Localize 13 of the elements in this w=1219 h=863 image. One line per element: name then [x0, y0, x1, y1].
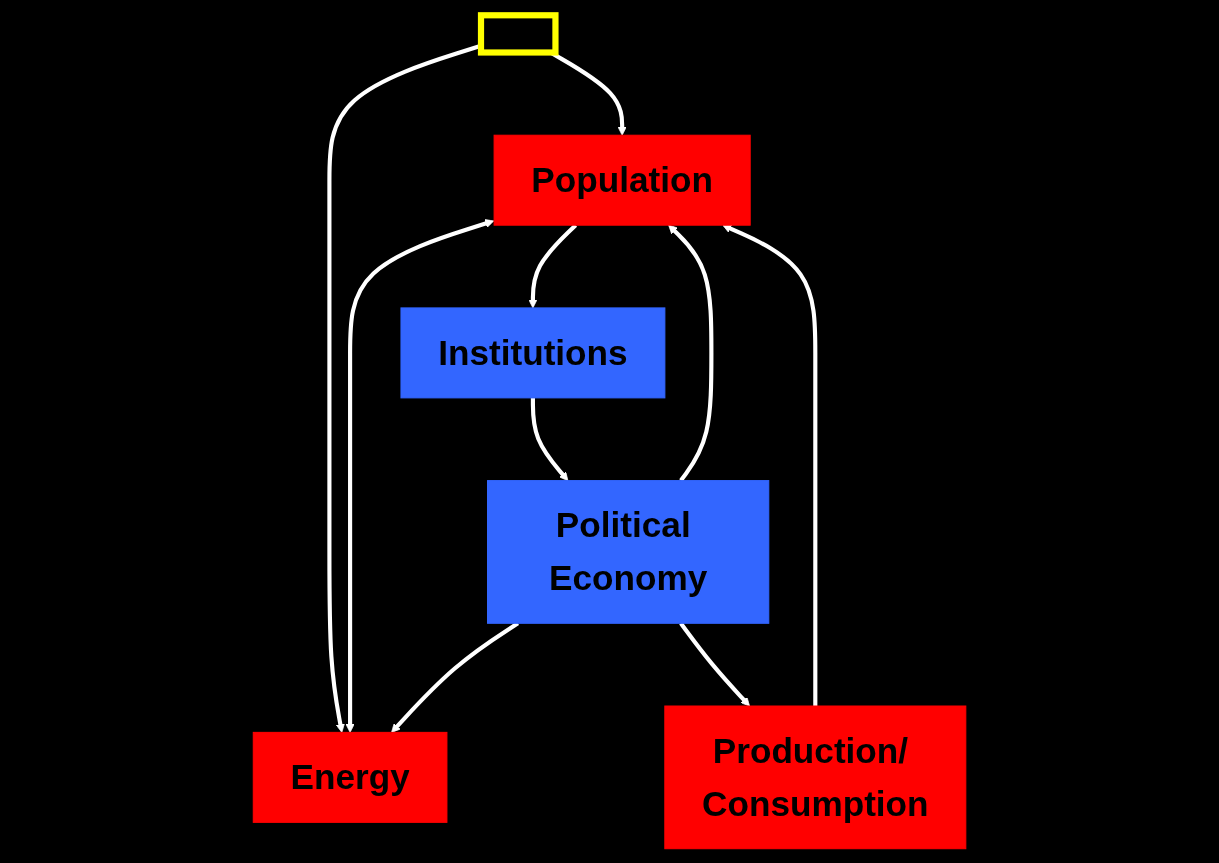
node-box: Population: [493, 134, 751, 226]
node-box: Energy: [252, 731, 448, 823]
arrow: [530, 397, 569, 481]
arrow: [345, 218, 495, 733]
node-box: [477, 11, 559, 56]
node-box: Institutions: [400, 306, 666, 398]
arrow: [679, 621, 750, 706]
node-box: Production/ Consumption: [664, 705, 967, 849]
arrow: [391, 621, 519, 733]
arrow: [722, 223, 818, 706]
arrow: [528, 223, 578, 308]
node-box: Political Economy: [486, 479, 770, 624]
arrow: [668, 224, 714, 482]
